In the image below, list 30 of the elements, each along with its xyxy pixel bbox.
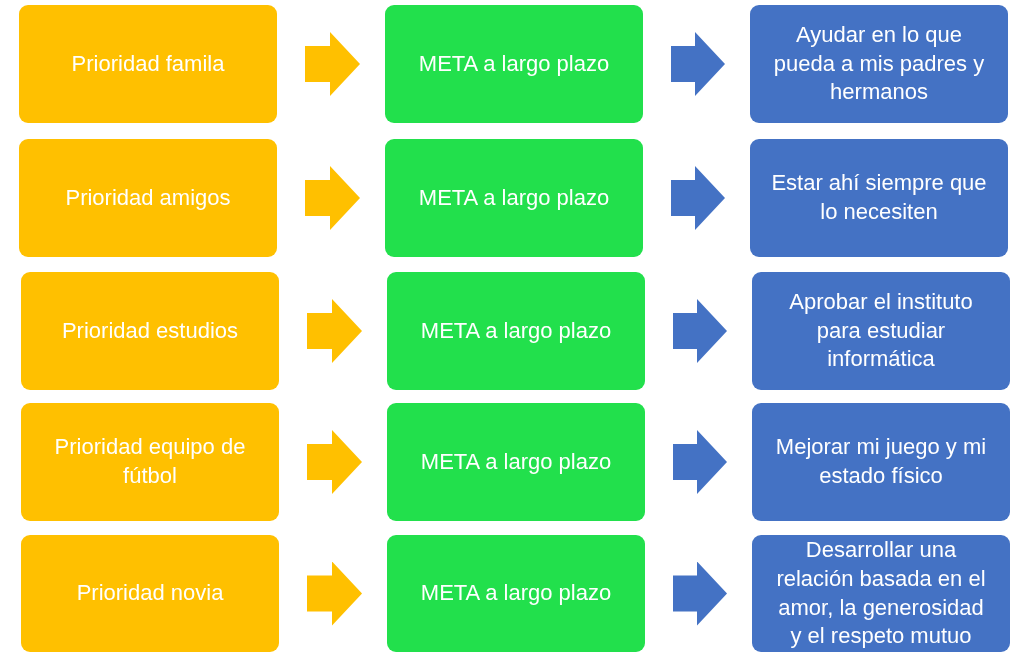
box-text: Prioridad estudios — [61, 316, 239, 345]
box-text: Prioridad novia — [76, 579, 224, 608]
box-text: META a largo plazo — [420, 316, 612, 345]
goal-box — [387, 272, 645, 390]
box-text: META a largo plazo — [420, 579, 612, 608]
box-text: META a largo plazo — [418, 183, 610, 212]
box-text: Prioridad famila — [71, 49, 225, 78]
action-box — [750, 5, 1008, 123]
box-text: Mejorar mi juego y mi estado físico — [774, 433, 988, 490]
box-text: META a largo plazo — [420, 447, 612, 476]
goal-box — [387, 535, 645, 652]
action-box — [750, 139, 1008, 257]
priority-box — [21, 272, 279, 390]
box-text: Aprobar el instituto para estudiar informática — [788, 288, 974, 374]
priority-box — [21, 403, 279, 521]
action-box — [752, 272, 1010, 390]
action-box — [752, 535, 1010, 652]
box-text: Estar ahí siempre que lo necesiten — [770, 169, 988, 226]
box-text: Desarrollar una relación basada en el amor, la generosidad y el respeto mutuo — [775, 536, 987, 651]
priority-box — [21, 535, 279, 652]
goal-box — [387, 403, 645, 521]
goal-box — [385, 139, 643, 257]
action-box — [752, 403, 1010, 521]
box-text: META a largo plazo — [418, 49, 610, 78]
box-text: Prioridad equipo de fútbol — [53, 433, 247, 490]
box-text: Prioridad amigos — [65, 183, 231, 212]
box-text: Ayudar en lo que pueda a mis padres y hermanos — [772, 21, 986, 107]
priority-box — [19, 139, 277, 257]
priority-box — [19, 5, 277, 123]
goal-box — [385, 5, 643, 123]
